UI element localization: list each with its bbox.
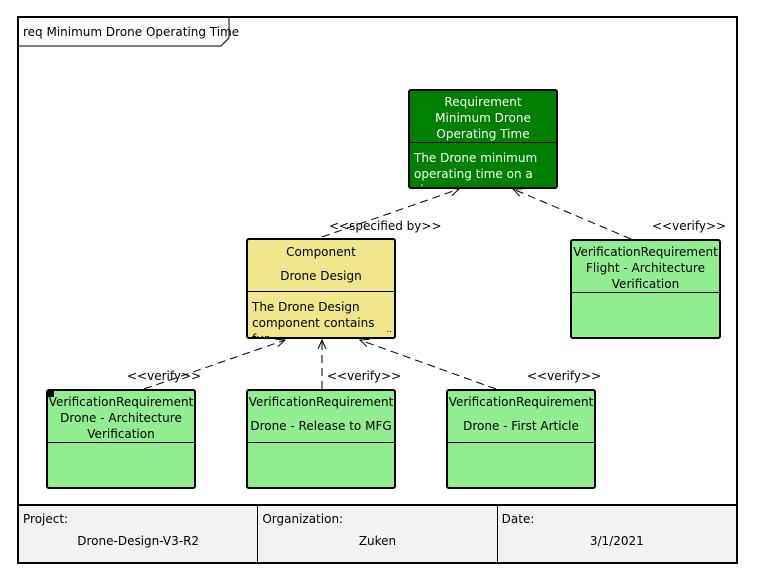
specified-by-edge[interactable] <box>321 189 459 238</box>
corner-marker-icon <box>48 391 54 397</box>
release-stereotype: VerificationRequirement <box>248 395 394 409</box>
flight-verification-name-line2: Verification <box>611 277 680 291</box>
diagram-title: req Minimum Drone Operating Time <box>23 25 240 39</box>
verify-label-flight: <<verify>> <box>652 219 727 233</box>
component-text-line1: The Drone Design <box>252 300 360 314</box>
release-separator <box>248 442 394 443</box>
drone-architecture-verification-block[interactable]: VerificationRequirement Drone - Architec… <box>46 389 196 489</box>
verify-edge-first-article[interactable] <box>360 340 497 390</box>
project-value: Drone-Design-V3-R2 <box>77 534 200 548</box>
date-value: 3/1/2021 <box>589 534 644 548</box>
project-label: Project: <box>23 512 69 526</box>
organization-label: Organization: <box>262 512 344 526</box>
date-label: Date: <box>501 512 535 526</box>
relationship-edges <box>143 18 632 390</box>
requirement-stereotype: Requirement <box>444 95 522 109</box>
component-stereotype: Component <box>286 245 356 259</box>
footer-project-cell: Project: Drone-Design-V3-R2 <box>19 506 257 562</box>
requirement-separator <box>410 142 556 143</box>
drone-arch-verification-name-line1: Drone - Architecture <box>60 411 182 425</box>
component-text-line2: component contains fur... <box>252 316 375 339</box>
drone-arch-verification-stereotype: VerificationRequirement <box>48 395 194 409</box>
verify-edge-flight[interactable] <box>513 189 632 240</box>
first-article-stereotype: VerificationRequirement <box>448 395 594 409</box>
flight-verification-separator <box>572 292 719 293</box>
drone-arch-verification-name-line2: Verification <box>87 427 155 441</box>
specified-by-label: <<specified by>> <box>329 219 442 233</box>
diagram-title-tab <box>19 18 230 47</box>
diagram-frame: req Minimum Drone Operating Time Require… <box>17 16 738 564</box>
diagram-footer: Project: Drone-Design-V3-R2 Organization… <box>19 504 736 562</box>
component-more-marker: .. <box>386 325 392 335</box>
verify-label-first-article: <<verify>> <box>527 369 602 383</box>
requirement-block[interactable]: Requirement Minimum Drone Operating Time… <box>408 89 558 189</box>
organization-value: Zuken <box>358 534 397 548</box>
component-separator <box>248 291 394 292</box>
verify-edge-drone-architecture[interactable] <box>143 340 285 390</box>
release-to-mfg-block[interactable]: VerificationRequirement Drone - Release … <box>246 389 396 489</box>
first-article-name: Drone - First Article <box>463 419 579 433</box>
footer-organization-cell: Organization: Zuken <box>257 506 496 562</box>
flight-verification-stereotype: VerificationRequirement <box>573 245 718 259</box>
release-name: Drone - Release to MFG <box>250 419 392 433</box>
verify-label-drone-architecture: <<verify>> <box>127 369 202 383</box>
first-article-block[interactable]: VerificationRequirement Drone - First Ar… <box>446 389 596 489</box>
footer-date-cell: Date: 3/1/2021 <box>496 506 736 562</box>
first-article-separator <box>448 442 594 443</box>
verify-label-release-to-mfg: <<verify>> <box>327 369 402 383</box>
requirement-text-line2: operating time on a sin... <box>414 167 533 187</box>
flight-architecture-verification-block[interactable]: VerificationRequirement Flight - Archite… <box>570 239 721 339</box>
requirement-name-line1: Minimum Drone <box>435 111 531 125</box>
flight-verification-name-line1: Flight - Architecture <box>586 261 705 275</box>
requirement-text-line1: The Drone minimum <box>414 151 538 165</box>
requirement-name-line2: Operating Time <box>436 127 530 141</box>
component-name: Drone Design <box>280 269 362 283</box>
component-block[interactable]: Component Drone Design The Drone Design … <box>246 238 396 339</box>
drone-arch-verification-separator <box>48 442 194 443</box>
